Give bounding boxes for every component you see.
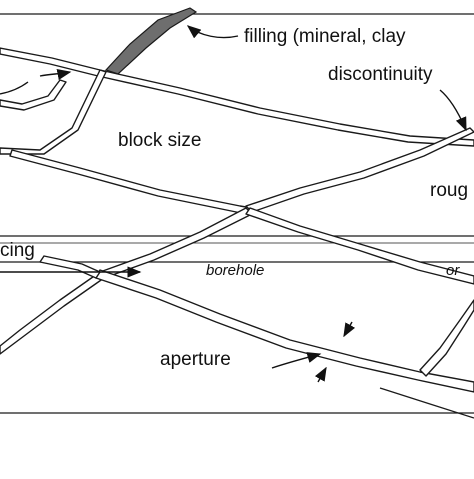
fracture-block-left	[0, 69, 107, 155]
fracture-upper-long	[0, 47, 474, 147]
filling-arrow	[186, 25, 239, 39]
discontinuity-arrow	[439, 89, 467, 132]
fracture-block-right	[245, 127, 474, 213]
fracture-diagonal-lower	[0, 207, 253, 355]
roughness-label: roug	[430, 180, 468, 201]
spacing-arrow-left	[39, 68, 72, 80]
spacing-arrow-top	[0, 81, 29, 95]
spacing-label: cing	[0, 240, 35, 261]
fracture-bottom-right	[379, 387, 474, 419]
aperture-arrow	[271, 352, 322, 369]
filling-label: filling (mineral, clay	[244, 26, 406, 47]
fracture-block-bottom	[9, 149, 253, 215]
aperture-tick-top	[343, 321, 356, 338]
borehole-label: borehole	[206, 262, 264, 279]
rock-mass-outline	[0, 13, 474, 414]
labels: filling (mineral, clay discontinuity blo…	[0, 26, 468, 370]
fracture-diagonal-right	[245, 207, 474, 285]
or-label: or	[446, 262, 460, 279]
fracture-aperture	[95, 269, 474, 393]
fracture-spur-left	[39, 255, 101, 279]
aperture-label: aperture	[160, 349, 231, 370]
fracture-lower-right	[419, 299, 474, 377]
discontinuity-label: discontinuity	[328, 64, 433, 85]
fracture-set	[0, 47, 474, 419]
filling-wedge	[104, 7, 198, 75]
block-size-label: block size	[118, 130, 201, 151]
aperture-tick-bottom	[314, 366, 327, 383]
annotation-arrows	[0, 25, 467, 383]
fracture-left-upper	[0, 79, 67, 111]
